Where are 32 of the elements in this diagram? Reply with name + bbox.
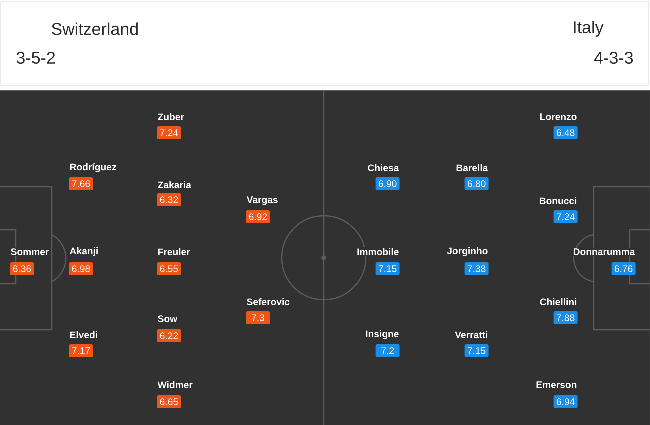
rating-badge: 6.98 (69, 262, 94, 276)
rating-badge: 6.22 (157, 329, 182, 342)
player-name: Widmer (157, 380, 194, 390)
player-name: Akanji (69, 246, 100, 258)
player-name: Zuber (157, 112, 186, 122)
player-name: Verratti (454, 330, 489, 340)
player-name: Rodríguez (69, 162, 118, 174)
team-name: Switzerland (52, 22, 138, 36)
player-name: Zakaria (157, 180, 192, 190)
player-name: Immobile (356, 248, 400, 256)
team-name: Italy (574, 21, 604, 37)
rating-badge: 7.3 (246, 311, 270, 324)
formation: 4-3-3 (594, 52, 634, 64)
player-name: Chiellini (539, 298, 578, 306)
rating-badge: 7.17 (69, 344, 94, 358)
rating-badge: 6.65 (157, 395, 182, 408)
rating-badge: 6.55 (157, 262, 182, 276)
player-name: Bonucci (538, 196, 578, 206)
formation: 3-5-2 (16, 52, 56, 64)
player-name: Barella (456, 164, 489, 172)
rating-badge: 6.92 (246, 210, 270, 224)
player-name: Elvedi (69, 330, 99, 340)
player-name: Vargas (246, 196, 279, 206)
player-name: Freuler (157, 248, 191, 256)
player-name: Seferovic (246, 298, 291, 306)
rating-badge: 7.24 (157, 126, 182, 140)
player-name: Chiesa (367, 164, 400, 172)
rating-badge: 6.32 (157, 194, 182, 206)
player-name: Jorginho (446, 246, 489, 258)
rating-badge: 6.36 (10, 262, 34, 276)
player-name: Insigne (365, 330, 400, 340)
rating-badge: 7.66 (69, 178, 94, 190)
